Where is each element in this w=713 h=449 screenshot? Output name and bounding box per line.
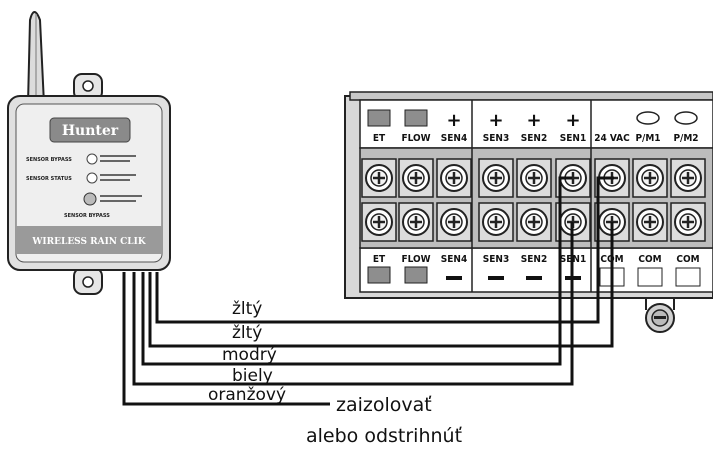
wire-label-white: biely (232, 366, 273, 386)
term-label-bottom-com3: COM (676, 254, 699, 265)
term-label-top-24vac: 24 VAC (594, 133, 630, 144)
terminal-screw (632, 158, 668, 198)
wire-blue (141, 176, 572, 366)
model-label: WIRELESS RAIN CLIK (31, 237, 147, 247)
term-label-bottom-sen4: SEN4 (441, 254, 467, 265)
controller-terminal-block: + + + + ET FLOW SEN4 SEN3 SEN2 SEN1 24 V… (344, 91, 713, 333)
term-label-top-sen1: SEN1 (560, 133, 586, 144)
term-label-bottom-et: ET (373, 254, 386, 265)
svg-text:+: + (488, 110, 503, 131)
terminal-screw (398, 202, 434, 242)
term-label-bottom-sen3: SEN3 (483, 254, 509, 265)
brand-badge (49, 117, 131, 143)
svg-text:+: + (526, 110, 541, 131)
term-label-top-flow: FLOW (401, 133, 430, 144)
wire-label-yellow-1: žltý (232, 299, 262, 319)
terminal-screw (670, 158, 706, 198)
terminal-screw (516, 202, 552, 242)
sensor-status-label: SENSOR STATUS (26, 176, 72, 182)
terminal-screw (436, 202, 472, 242)
term-label-top-et: ET (373, 133, 386, 144)
term-label-top-sen4: SEN4 (441, 133, 467, 144)
bypass-button[interactable] (83, 192, 97, 206)
terminal-screw (478, 202, 514, 242)
insulate-note: zaizolovať (336, 394, 432, 416)
terminal-screw (632, 202, 668, 242)
svg-text:+: + (446, 110, 461, 131)
rain-sensor-device: Hunter SENSOR BYPASS SENSOR STATUS SENSO… (7, 11, 171, 295)
cut-note: alebo odstrihnúť (306, 425, 463, 447)
wire-yellow-2 (148, 222, 614, 348)
terminal-screw (398, 158, 434, 198)
wire-white (132, 222, 574, 386)
svg-text:+: + (565, 110, 580, 131)
terminal-screw (436, 158, 472, 198)
terminal-screw (361, 158, 397, 198)
term-label-top-sen2: SEN2 (521, 133, 547, 144)
terminal-screw (516, 158, 552, 198)
term-label-top-pm2: P/M2 (673, 133, 698, 144)
term-label-bottom-com2: COM (638, 254, 661, 265)
wire-yellow-1 (155, 176, 614, 324)
wire-orange (122, 272, 330, 406)
term-label-bottom-flow: FLOW (401, 254, 430, 265)
terminal-screw (478, 158, 514, 198)
term-label-top-sen3: SEN3 (483, 133, 509, 144)
status-led (86, 172, 98, 184)
wire-label-yellow-2: žltý (232, 323, 262, 343)
sensor-bypass-label: SENSOR BYPASS (26, 157, 72, 163)
bypass-button-label: SENSOR BYPASS (64, 213, 110, 219)
bypass-led (86, 153, 98, 165)
terminal-screw (361, 202, 397, 242)
wire-label-orange: oranžový (208, 385, 286, 405)
term-label-top-pm1: P/M1 (635, 133, 660, 144)
term-label-bottom-sen2: SEN2 (521, 254, 547, 265)
brand-logo: Hunter (62, 123, 119, 139)
terminal-screw (670, 202, 706, 242)
wires (122, 176, 614, 406)
wire-label-blue: modrý (222, 345, 277, 365)
